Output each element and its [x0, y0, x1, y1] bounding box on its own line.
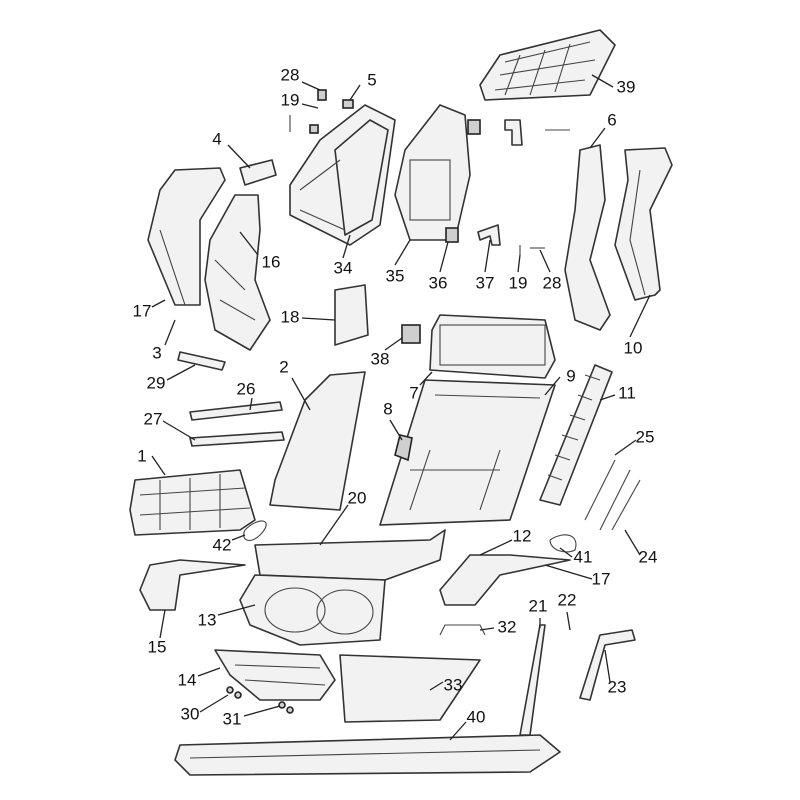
callout-19: 19	[281, 90, 300, 109]
screws-30-31	[226, 686, 294, 714]
part-34-box	[289, 104, 396, 246]
part-21-handle	[519, 624, 546, 736]
callout-10: 10	[624, 338, 643, 357]
part-41-cable	[549, 534, 577, 553]
callout-39: 39	[617, 77, 636, 96]
part-25-24-brackets	[584, 459, 641, 531]
callout-29: 29	[147, 373, 166, 392]
part-6-side-panel	[564, 144, 611, 331]
part-33-panel	[339, 654, 481, 723]
callout-22: 22	[558, 590, 577, 609]
hose-fittings	[445, 119, 570, 255]
callout-18: 18	[281, 307, 300, 326]
callout-34: 34	[334, 258, 353, 277]
callout-35: 35	[386, 266, 405, 285]
part-18-panel	[334, 284, 369, 346]
part-23-handle	[579, 629, 636, 701]
callout-33: 33	[444, 675, 463, 694]
callout-41: 41	[574, 547, 593, 566]
callout-17: 17	[133, 301, 152, 320]
callout-21: 21	[529, 596, 548, 615]
callout-27: 27	[144, 409, 163, 428]
callout-11: 11	[618, 383, 636, 402]
callout-3: 3	[152, 343, 161, 362]
callout-26: 26	[237, 379, 256, 398]
callout-7: 7	[409, 383, 418, 402]
part-39-grille	[479, 29, 616, 101]
callout-8: 8	[383, 399, 392, 418]
callout-25: 25	[636, 427, 655, 446]
callout-24: 24	[639, 547, 658, 566]
part-16-panel	[204, 194, 271, 351]
callout-20: 20	[348, 488, 367, 507]
callout-15: 15	[148, 637, 167, 656]
part-14-grille	[214, 649, 336, 701]
leader-lines	[151, 74, 651, 741]
callout-28: 28	[281, 65, 300, 84]
callout-4: 4	[212, 129, 221, 148]
callout-40: 40	[467, 707, 486, 726]
part-13-housing	[239, 574, 386, 646]
callout-38: 38	[371, 349, 390, 368]
callout-5: 5	[367, 70, 376, 89]
callout-9: 9	[566, 366, 575, 385]
part-32-bracket	[439, 624, 486, 636]
callout-13: 13	[198, 610, 217, 629]
part-8-knob	[394, 434, 413, 462]
callout-37: 37	[476, 273, 495, 292]
part-29-bar	[177, 351, 226, 371]
part-27-strip	[189, 431, 285, 447]
part-1-grille	[129, 469, 256, 536]
callout-12: 12	[513, 526, 532, 545]
part-38-block	[401, 324, 421, 344]
callout-16: 16	[262, 252, 281, 271]
part-26-strip	[189, 401, 283, 421]
part-11-rack	[539, 364, 613, 506]
callout-labels: 28 5 19 39 4 6 16 34 35 36 37 19 28 17 1…	[133, 65, 658, 728]
callout-42: 42	[213, 535, 232, 554]
callout-28b: 28	[543, 273, 562, 292]
part-35-frame	[394, 104, 471, 241]
part-15-rail	[139, 559, 246, 611]
part-42-cable	[243, 520, 267, 541]
part-10-side-panel	[614, 147, 673, 301]
part-40-base-rail	[174, 734, 561, 776]
part-12-rail	[439, 554, 571, 606]
part-20-housing	[254, 529, 446, 581]
callout-31: 31	[223, 709, 242, 728]
part-7-tray	[429, 314, 556, 379]
callout-36: 36	[429, 273, 448, 292]
hardware-28-19-5	[289, 89, 354, 134]
callout-2: 2	[279, 357, 288, 376]
callout-1: 1	[137, 446, 146, 465]
callout-23: 23	[608, 677, 627, 696]
callout-32: 32	[498, 617, 517, 636]
callout-30: 30	[181, 704, 200, 723]
callout-6: 6	[607, 110, 616, 129]
part-9-base	[379, 379, 556, 526]
callout-17b: 17	[592, 569, 611, 588]
callout-14: 14	[178, 670, 197, 689]
callout-19b: 19	[509, 273, 528, 292]
part-17-left-rail	[147, 167, 226, 306]
